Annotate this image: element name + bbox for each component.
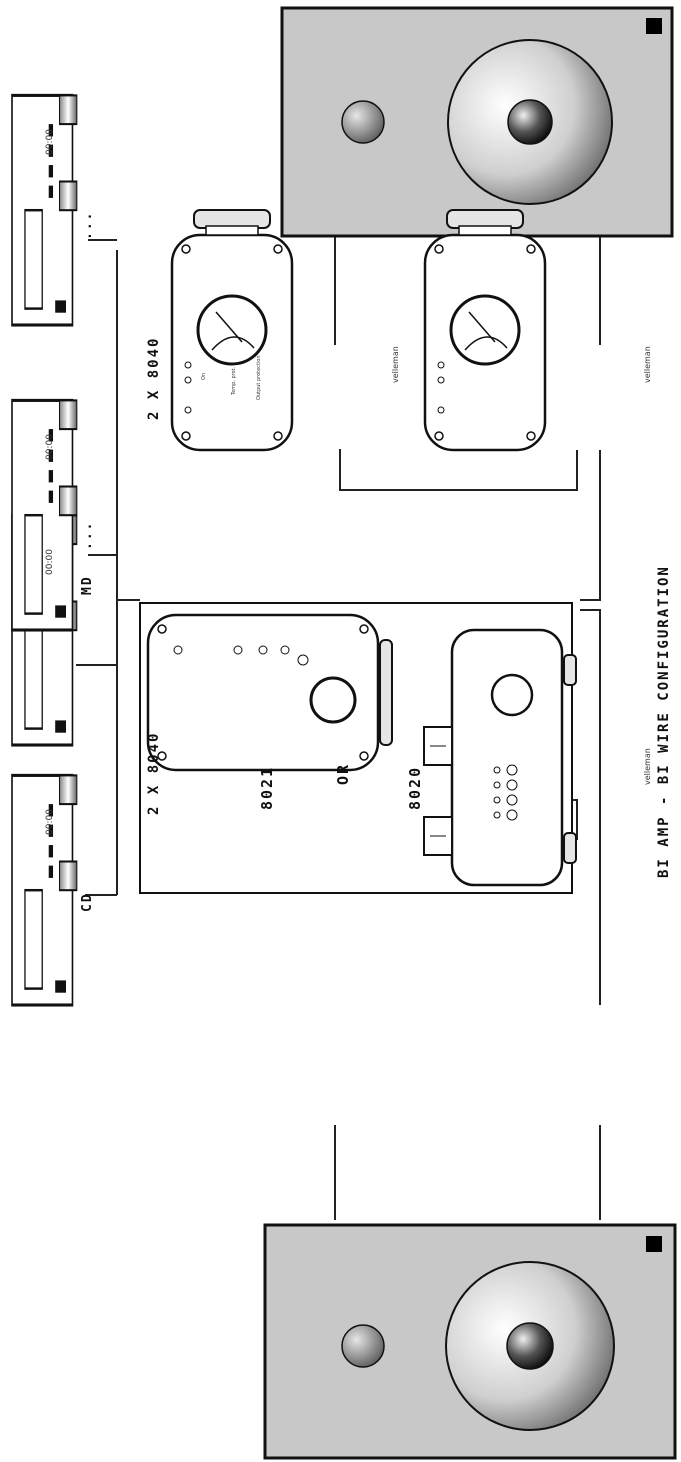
amp-led-temp: Temp. prot. bbox=[231, 366, 237, 396]
amp-top-left bbox=[170, 208, 294, 452]
deck-display-1: 00:00 bbox=[45, 809, 55, 835]
preamp-8021-label: 8021 bbox=[258, 766, 276, 810]
amp-top-right bbox=[423, 208, 547, 452]
diagram-title: BI AMP - BI WIRE CONFIGURATION bbox=[656, 565, 672, 878]
amp-brand-1: velleman bbox=[391, 346, 400, 383]
speaker-top bbox=[280, 6, 674, 238]
amp-brand-4: velleman bbox=[643, 748, 652, 785]
amp-led-output: Output protection bbox=[256, 356, 262, 401]
preamp-8021 bbox=[146, 613, 393, 772]
deck-display-2: 00:00 bbox=[45, 549, 55, 575]
preamp-or-label: OR bbox=[334, 763, 352, 785]
deck-display-4: 00:00 bbox=[45, 129, 55, 155]
amp-group-label-bottom: 2 X 8040 bbox=[146, 732, 162, 815]
preamp-8020-label: 8020 bbox=[406, 766, 424, 810]
source-label-4: ... bbox=[80, 211, 95, 240]
amp-brand-2: velleman bbox=[643, 346, 652, 383]
amp-led-on: On bbox=[201, 373, 207, 380]
source-label-cd: CD bbox=[80, 892, 95, 912]
source-label-3: ... bbox=[80, 521, 95, 550]
source-label-md: MD bbox=[80, 575, 95, 595]
speaker-bottom bbox=[263, 1223, 677, 1460]
deck-display-3: 00:00 bbox=[45, 434, 55, 460]
amp-group-label-top: 2 X 8040 bbox=[146, 337, 162, 420]
preamp-8020 bbox=[423, 628, 577, 887]
